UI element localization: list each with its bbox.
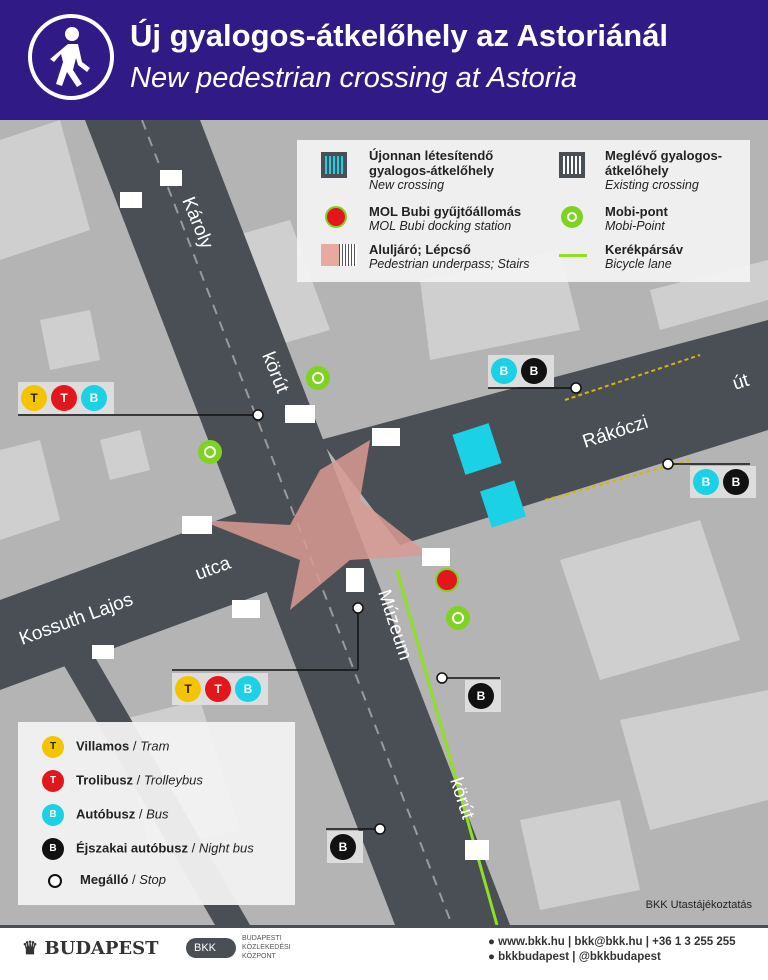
legend-existing-crossing-hu: Meglévő gyalogos-átkelőhely xyxy=(605,148,723,178)
trolleybus-icon: T xyxy=(51,385,77,411)
bkk-name-line: KÖZPONT xyxy=(242,953,276,960)
night-bus-icon: B xyxy=(330,834,356,860)
social-info[interactable]: bkkbudapest | @bkkbudapest xyxy=(498,951,661,963)
bus-icon: B xyxy=(81,385,107,411)
night-bus-icon: B xyxy=(723,469,749,495)
legend-existing-crossing-en: Existing crossing xyxy=(605,178,699,192)
legend-tram-en: Tram xyxy=(140,738,170,754)
stop-badges-muzeum-east: B xyxy=(465,680,501,712)
legend-bus-hu: Autóbusz xyxy=(76,806,136,822)
globe-icon: ● xyxy=(488,936,499,948)
legend-trolleybus-en: Trolleybus xyxy=(143,772,203,788)
footer: ♛ BUDAPEST BKK BUDAPESTI KÖZLEKEDÉSI KÖZPO… xyxy=(0,925,768,980)
underpass xyxy=(200,440,430,610)
legend-stop-hu: Megálló xyxy=(80,872,129,887)
existing-crossing-icon xyxy=(559,152,585,178)
credit: BKK Utastájékoztatás xyxy=(646,899,753,911)
legend-trolleybus-hu: Trolibusz xyxy=(76,772,134,788)
legend-new-crossing-hu: Újonnan létesítendő gyalogos-átkelőhely xyxy=(369,148,494,178)
budapest-logo: ♛ BUDAPEST xyxy=(22,938,159,959)
tram-icon: T xyxy=(21,385,47,411)
mobi-points xyxy=(198,366,470,630)
night-bus-icon: B xyxy=(468,683,494,709)
new-crossing-icon xyxy=(321,152,347,178)
bkk-full-name: BUDAPESTI KÖZLEKEDÉSI KÖZPONT xyxy=(242,934,291,961)
tram-icon: T xyxy=(42,736,64,758)
mobi-point-icon xyxy=(561,206,583,228)
header: Új gyalogos-átkelőhely az Astoriánál New… xyxy=(0,0,768,120)
stop-badges-muzeum-south: B xyxy=(327,831,363,863)
coat-of-arms-icon: ♛ xyxy=(22,938,45,959)
pedestrian-icon xyxy=(28,14,114,100)
street-ut: út xyxy=(730,370,752,395)
stops xyxy=(18,382,750,835)
legend-bubi-en: MOL Bubi docking station xyxy=(369,219,512,233)
legend-bus-en: Bus xyxy=(146,806,169,822)
facebook-icon: ● xyxy=(488,951,499,963)
legend-new-crossing-en: New crossing xyxy=(369,178,445,192)
title-english: New pedestrian crossing at Astoria xyxy=(130,62,578,94)
budapest-logo-text: BUDAPEST xyxy=(44,938,159,959)
bicycle-lane-icon xyxy=(559,254,587,257)
tram-icon: T xyxy=(175,676,201,702)
legend-mobi-hu: Mobi-pont xyxy=(605,204,668,219)
stop-icon xyxy=(48,873,62,888)
contact-info[interactable]: www.bkk.hu | bkk@bkk.hu | +36 1 3 255 25… xyxy=(498,936,736,948)
bus-icon: B xyxy=(491,358,517,384)
bkk-name-line: BUDAPESTI xyxy=(242,935,282,942)
legend-bike-lane-en: Bicycle lane xyxy=(605,257,672,271)
stairs-icon xyxy=(339,244,357,266)
legend-underpass-en: Pedestrian underpass; Stairs xyxy=(369,257,530,271)
bubi-station xyxy=(435,568,459,592)
legend-tram-hu: Villamos xyxy=(76,738,130,754)
underpass-icon xyxy=(321,244,339,266)
legend-night-bus-en: Night bus xyxy=(198,840,254,856)
legend-night-bus-hu: Éjszakai autóbusz xyxy=(76,840,188,856)
new-crossings xyxy=(452,423,526,528)
bus-icon: B xyxy=(693,469,719,495)
bicycle-lane xyxy=(395,569,499,925)
bike-icon xyxy=(325,206,347,228)
legend-underpass-hu: Aluljáró; Lépcső xyxy=(369,242,471,257)
title-hungarian: Új gyalogos-átkelőhely az Astoriánál xyxy=(130,18,669,53)
legend-stop-en: Stop xyxy=(139,872,166,887)
existing-crossings xyxy=(92,170,489,860)
night-bus-icon: B xyxy=(521,358,547,384)
legend-mobi-en: Mobi-Point xyxy=(605,219,665,233)
bkk-logo: BKK xyxy=(186,938,236,958)
trolleybus-icon: T xyxy=(42,770,64,792)
bus-icon: B xyxy=(42,804,64,826)
bkk-logo-text: BKK xyxy=(194,942,217,954)
night-bus-icon: B xyxy=(42,838,64,860)
bkk-name-line: KÖZLEKEDÉSI xyxy=(242,944,291,951)
trolleybus-icon: T xyxy=(205,676,231,702)
legend-bubi-hu: MOL Bubi gyűjtőállomás xyxy=(369,204,522,219)
legend-bike-lane-hu: Kerékpársáv xyxy=(605,242,684,257)
bus-icon: B xyxy=(235,676,261,702)
